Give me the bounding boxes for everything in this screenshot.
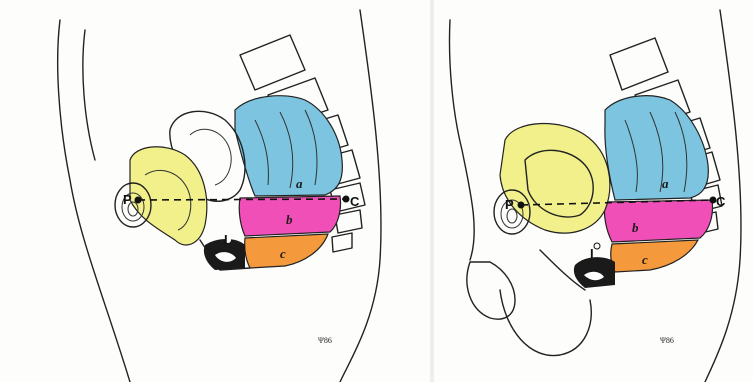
- label-a: a: [296, 176, 303, 191]
- panel-male: P C I a b c Ψ86: [450, 10, 741, 382]
- scrotum-outline: [500, 290, 591, 356]
- label-b: b: [286, 212, 293, 227]
- label-c: C: [350, 194, 360, 209]
- panel-female: P C I a b c Ψ86: [58, 10, 381, 382]
- panel-divider: [430, 0, 434, 382]
- point-i-marker-male: [594, 243, 600, 249]
- penis-outline: [467, 262, 515, 319]
- label-c-region-male: c: [642, 252, 648, 267]
- artist-signature: Ψ86: [318, 336, 332, 345]
- label-i-male: I: [590, 246, 594, 261]
- point-p-marker: [135, 197, 142, 204]
- label-c-region: c: [280, 246, 286, 261]
- label-a-male: a: [662, 176, 669, 191]
- point-p-marker-male: [518, 202, 525, 209]
- region-c: [245, 234, 328, 268]
- label-p: P: [123, 192, 132, 207]
- abdominal-wall-outline: [58, 20, 130, 382]
- point-c-marker: [343, 196, 350, 203]
- label-i: I: [224, 232, 228, 247]
- bladder-male: [500, 124, 610, 234]
- region-c-male: [611, 240, 698, 272]
- region-a-male: [605, 96, 708, 200]
- artist-signature-male: Ψ86: [660, 336, 674, 345]
- region-b-male: [604, 200, 712, 242]
- label-p-male: P: [505, 197, 514, 212]
- label-c-male: C: [716, 194, 726, 209]
- abdominal-wall-outline-male: [450, 20, 475, 260]
- bladder: [130, 147, 207, 245]
- label-b-male: b: [632, 220, 639, 235]
- inner-wall-outline: [83, 30, 95, 160]
